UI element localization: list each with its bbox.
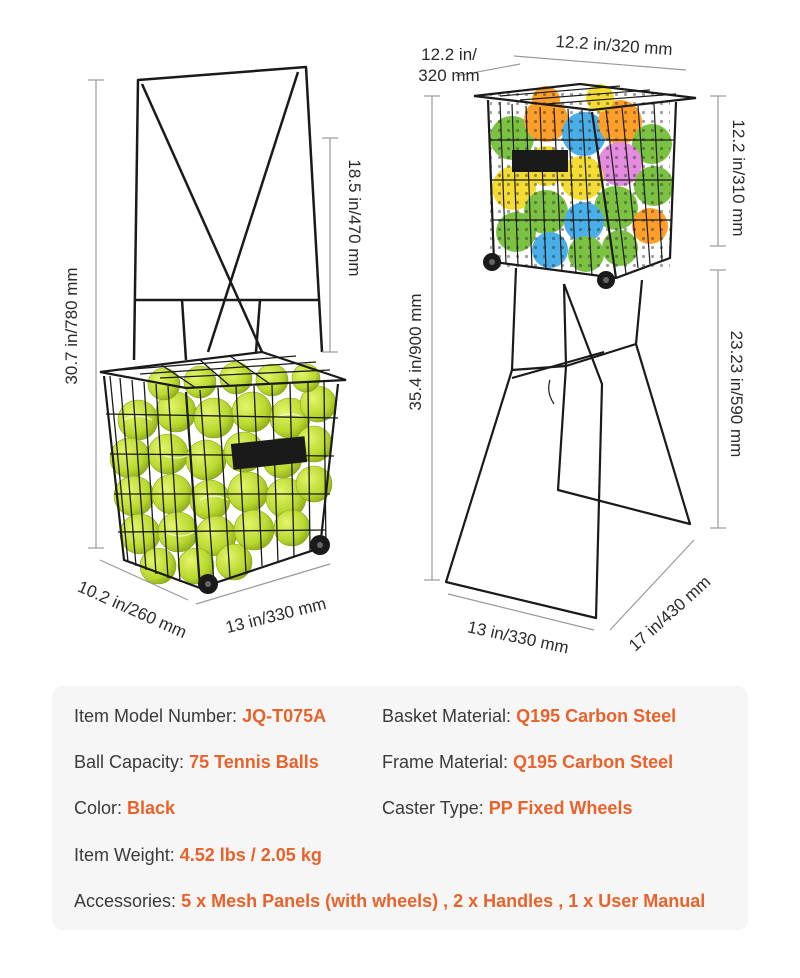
spec-accessories-value: 5 x Mesh Panels (with wheels) , 2 x Hand… xyxy=(181,891,706,911)
spec-frame-material-value: Q195 Carbon Steel xyxy=(513,752,674,772)
right-stand-height-label: 23.23 in/590 mm xyxy=(727,330,746,458)
spec-capacity-value: 75 Tennis Balls xyxy=(189,752,319,772)
right-total-height-label: 35.4 in/900 mm xyxy=(406,293,425,411)
stand-wheels xyxy=(483,253,615,289)
spec-basket-material-label: Basket Material: xyxy=(382,706,512,726)
spec-color-value: Black xyxy=(127,798,176,818)
stand-legs xyxy=(444,267,692,620)
spec-model: Item Model Number: JQ-T075A xyxy=(74,706,326,727)
left-dimension-lines xyxy=(88,79,338,605)
spec-weight-value: 4.52 lbs / 2.05 kg xyxy=(179,845,322,865)
spec-capacity-label: Ball Capacity: xyxy=(74,752,185,772)
left-handle-height-label: 18.5 in/470 mm xyxy=(345,159,364,277)
spec-basket-material-value: Q195 Carbon Steel xyxy=(516,706,677,726)
spec-accessories: Accessories: 5 x Mesh Panels (with wheel… xyxy=(74,891,705,912)
spec-color: Color: Black xyxy=(74,798,175,819)
spec-caster-value: PP Fixed Wheels xyxy=(488,798,633,818)
spec-accessories-label: Accessories: xyxy=(74,891,177,911)
spec-basket-material: Basket Material: Q195 Carbon Steel xyxy=(382,706,676,727)
stand-basket-frame xyxy=(473,82,697,280)
spec-weight: Item Weight: 4.52 lbs / 2.05 kg xyxy=(74,845,322,866)
right-basket-height-label: 12.2 in/310 mm xyxy=(729,119,748,237)
left-basket-illustration xyxy=(99,65,347,594)
spec-weight-label: Item Weight: xyxy=(74,845,175,865)
handle-frame xyxy=(132,65,324,361)
product-diagram xyxy=(88,55,726,631)
spec-model-value: JQ-T075A xyxy=(242,706,327,726)
right-stand-illustration xyxy=(444,82,697,620)
spec-model-label: Item Model Number: xyxy=(74,706,238,726)
spec-capacity: Ball Capacity: 75 Tennis Balls xyxy=(74,752,319,773)
wheels xyxy=(198,535,330,594)
specifications-card: Item Model Number: JQ-T075A Basket Mater… xyxy=(52,686,748,930)
grip-plate xyxy=(230,436,308,470)
basket-frame xyxy=(99,350,347,590)
left-total-height-label: 30.7 in/780 mm xyxy=(62,267,81,385)
spec-caster-label: Caster Type: xyxy=(382,798,484,818)
right-top-depth-label: 12.2 in/ 320 mm xyxy=(418,45,480,85)
spec-caster: Caster Type: PP Fixed Wheels xyxy=(382,798,632,819)
spec-frame-material: Frame Material: Q195 Carbon Steel xyxy=(382,752,673,773)
spec-color-label: Color: xyxy=(74,798,123,818)
right-dimension-lines xyxy=(424,55,726,631)
spec-frame-material-label: Frame Material: xyxy=(382,752,509,772)
stand-grip-plate xyxy=(512,150,568,172)
